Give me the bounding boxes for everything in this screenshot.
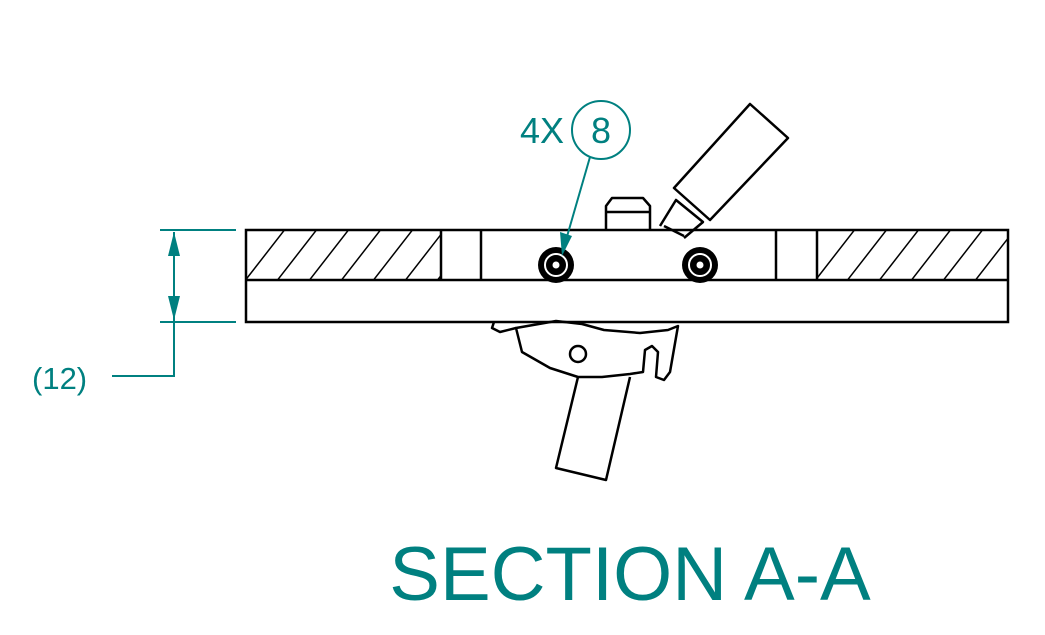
plate-section <box>244 228 1010 324</box>
hatch-left <box>247 231 440 279</box>
leader-arrow-icon <box>560 232 572 256</box>
linkage-lip <box>490 321 517 334</box>
clamp-linkage <box>514 319 680 382</box>
balloon-quantity: 4X <box>520 110 564 151</box>
dimension-arrow-down-icon <box>168 296 180 320</box>
fastener-left <box>538 247 574 283</box>
clamp-handle-upper <box>672 102 790 222</box>
linkage-pivot <box>568 344 588 364</box>
fastener-right <box>682 247 718 283</box>
clamp-lower <box>490 319 680 482</box>
clamp-handle-lower <box>554 376 632 482</box>
section-view-title: SECTION A-A <box>389 532 871 617</box>
balloon-callout: 8 4X <box>520 100 631 256</box>
balloon-leader <box>565 156 591 241</box>
balloon-number: 8 <box>591 110 611 151</box>
clamp-upper <box>604 102 790 239</box>
plate-outline <box>244 228 1010 324</box>
dimension-arrow-up-icon <box>168 232 180 256</box>
thickness-dimension-label: (12) <box>32 361 87 396</box>
hatch-right <box>818 231 1008 279</box>
clamp-cap <box>604 196 652 230</box>
balloon-circle <box>571 100 631 160</box>
clamp-handle-neck <box>658 198 705 239</box>
